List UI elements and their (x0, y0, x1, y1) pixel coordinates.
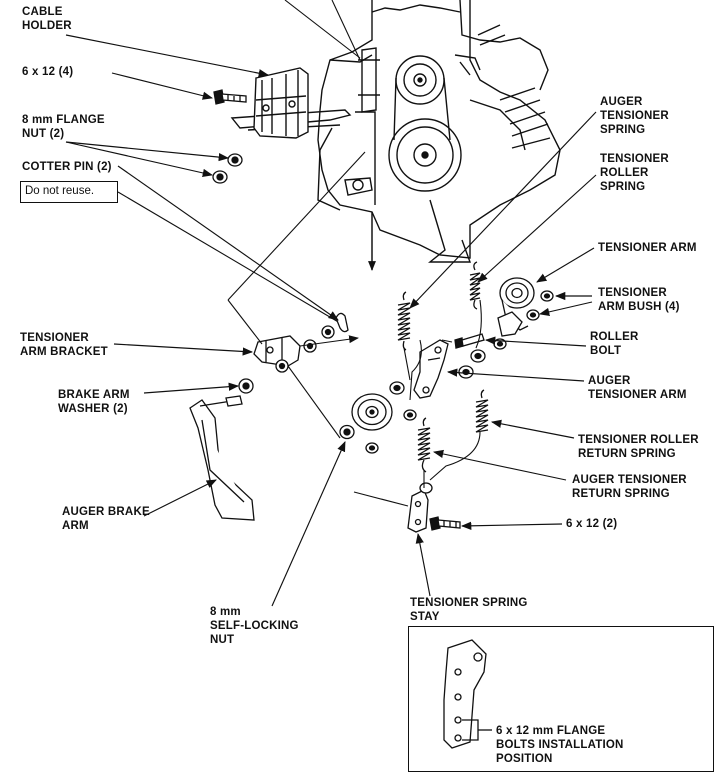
label-auger-tensioner-spring: AUGER TENSIONER SPRING (600, 96, 669, 136)
label-brake-arm-washer: BRAKE ARM WASHER (2) (58, 389, 130, 415)
flange-nuts (213, 154, 242, 183)
label-auger-tensioner-arm: AUGER TENSIONER ARM (588, 375, 687, 401)
label-cotter-pin: COTTER PIN (2) (22, 161, 112, 173)
assembly-lines (228, 300, 481, 506)
label-tensioner-arm: TENSIONER ARM (598, 242, 697, 254)
label-bolt-6x12-4: 6 x 12 (4) (22, 66, 74, 78)
do-not-reuse-note: Do not reuse. (20, 181, 118, 203)
auger-tensioner-return-spring-coil (418, 418, 430, 472)
label-tensioner-spring-stay: TENSIONER SPRING STAY (410, 597, 528, 623)
label-cable-holder: CABLE HOLDER (22, 6, 72, 32)
label-tensioner-arm-bush: TENSIONER ARM BUSH (4) (598, 287, 680, 313)
label-flange-nut: 8 mm FLANGE NUT (2) (22, 114, 105, 140)
label-flange-bolts-position: 6 x 12 mm FLANGE BOLTS INSTALLATION POSI… (496, 725, 624, 765)
inset-stay-drawing (444, 640, 492, 748)
label-auger-tensioner-return-spring: AUGER TENSIONER RETURN SPRING (572, 474, 687, 500)
label-tensioner-roller-spring: TENSIONER ROLLER SPRING (600, 153, 669, 193)
bolt-6x12-4 (214, 90, 246, 104)
top-leaders (118, 0, 376, 323)
label-leaders (66, 35, 596, 606)
label-roller-bolt: ROLLER BOLT (590, 331, 639, 357)
tensioner-parts (190, 262, 553, 532)
cable-holder-bracket (254, 68, 308, 138)
tensioner-roller-spring-coil (470, 262, 480, 309)
label-bolt-6x12-2: 6 x 12 (2) (566, 518, 618, 530)
label-self-locking-nut: 8 mm SELF-LOCKING NUT (210, 606, 299, 646)
label-auger-brake-arm: AUGER BRAKE ARM (62, 506, 150, 532)
engine-assembly (232, 0, 560, 270)
tensioner-roller-return-spring-coil (476, 390, 488, 432)
label-tensioner-roller-return-spring: TENSIONER ROLLER RETURN SPRING (578, 434, 699, 460)
auger-tensioner-spring-coil (398, 292, 410, 350)
label-tensioner-arm-bracket: TENSIONER ARM BRACKET (20, 332, 108, 358)
do-not-reuse-text: Do not reuse. (25, 185, 95, 197)
installation-position-inset (408, 626, 714, 772)
